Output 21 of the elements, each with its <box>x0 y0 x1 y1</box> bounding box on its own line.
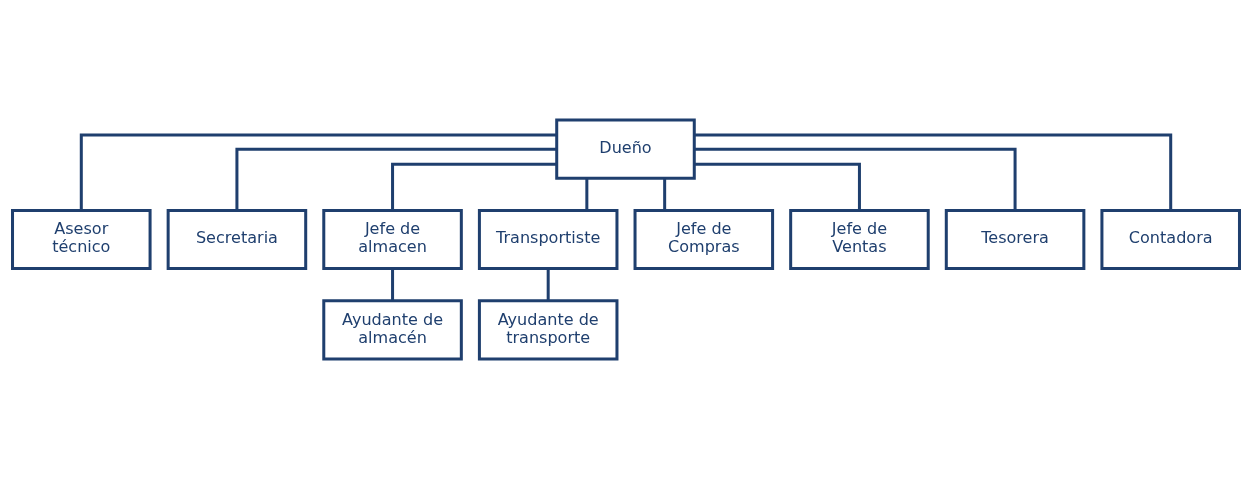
node-box: Jefe de Compras <box>633 208 775 270</box>
node-box: Tesorera <box>944 208 1086 270</box>
connector <box>585 178 589 210</box>
connector <box>663 178 667 210</box>
node-box: Transportiste <box>477 208 619 270</box>
connector <box>391 268 395 300</box>
connector <box>694 147 1017 210</box>
connector <box>79 133 557 210</box>
connector <box>694 133 1173 210</box>
node-box: Asesor técnico <box>11 208 152 270</box>
node-box: Jefe de Ventas <box>789 208 930 270</box>
connector <box>694 162 861 210</box>
connector <box>391 162 557 210</box>
connector <box>235 147 557 210</box>
node-box: Ayudante de transporte <box>477 298 619 360</box>
node-box: Ayudante de almacén <box>322 298 463 360</box>
node-box: Contadora <box>1100 208 1241 270</box>
node-box: Jefe de almacen <box>322 208 463 270</box>
connector <box>546 268 550 300</box>
node-box: Dueño <box>555 118 696 180</box>
node-box: Secretaria <box>166 208 308 270</box>
